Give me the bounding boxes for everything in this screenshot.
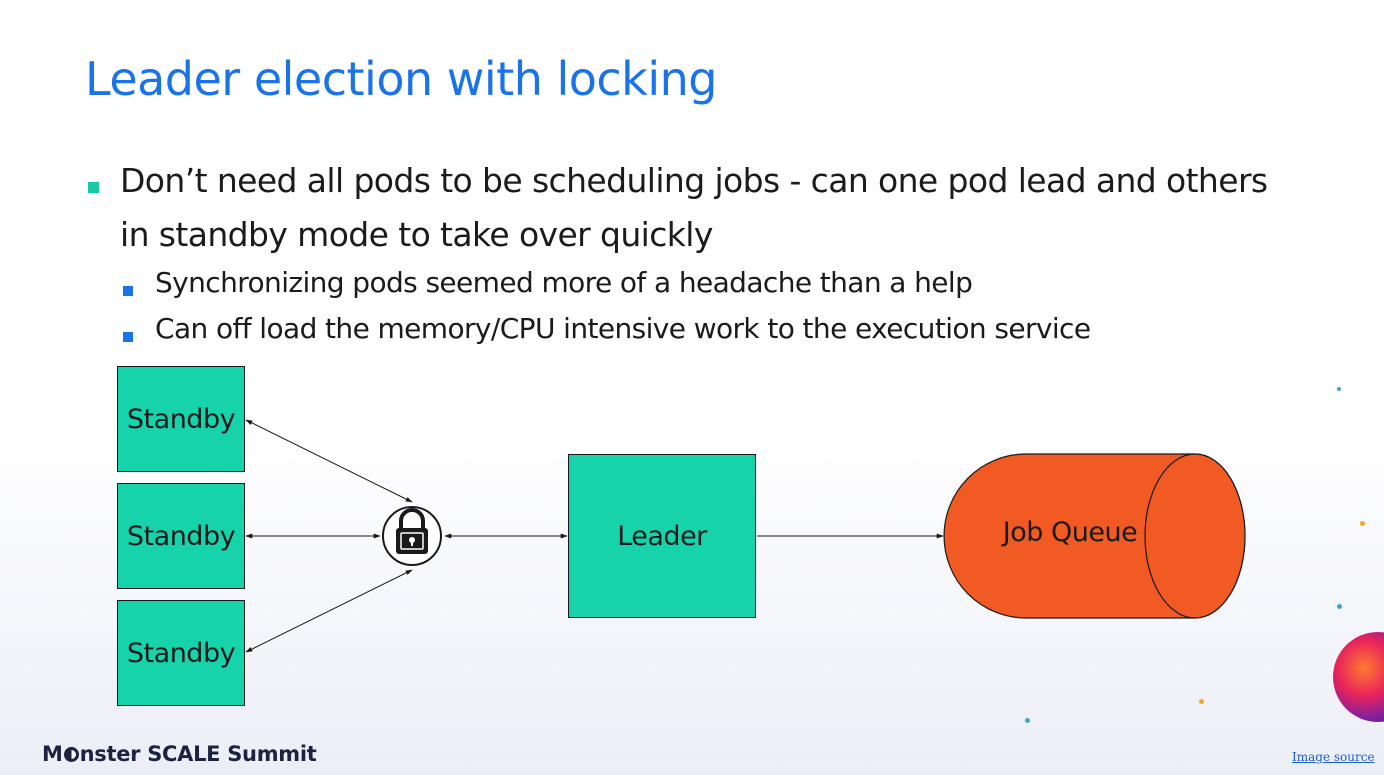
sub-bullet-text-1: Synchronizing pods seemed more of a head… xyxy=(155,266,973,299)
decorative-dot xyxy=(1337,387,1341,391)
leader-node: Leader xyxy=(568,454,756,618)
image-source-link[interactable]: Image source xyxy=(1292,750,1375,764)
connector-standby1-lock xyxy=(245,419,413,503)
slide-title: Leader election with locking xyxy=(85,52,717,106)
brand-logo-prefix: M xyxy=(42,742,63,766)
brand-o-icon xyxy=(63,747,79,762)
decorative-dot xyxy=(1199,699,1204,704)
job-queue-label: Job Queue xyxy=(1002,517,1138,548)
main-bullet-text: Don’t need all pods to be scheduling job… xyxy=(120,161,1268,254)
standby-node-3: Standby xyxy=(117,600,245,706)
decorative-dot xyxy=(1025,718,1030,723)
bullet-marker xyxy=(88,182,99,193)
connector-standby3-lock xyxy=(245,569,413,653)
sub-bullet-marker xyxy=(123,332,133,342)
sub-bullet-marker xyxy=(123,286,133,296)
padlock-icon xyxy=(382,506,442,566)
job-queue-cylinder xyxy=(943,453,1246,619)
sub-bullet-text-2: Can off load the memory/CPU intensive wo… xyxy=(155,312,1091,345)
standby-node-1: Standby xyxy=(117,366,245,472)
brand-logo-suffix: nster SCALE Summit xyxy=(79,742,317,766)
decorative-dot xyxy=(1337,604,1342,609)
decorative-dot xyxy=(1360,521,1365,526)
standby-node-2: Standby xyxy=(117,483,245,589)
